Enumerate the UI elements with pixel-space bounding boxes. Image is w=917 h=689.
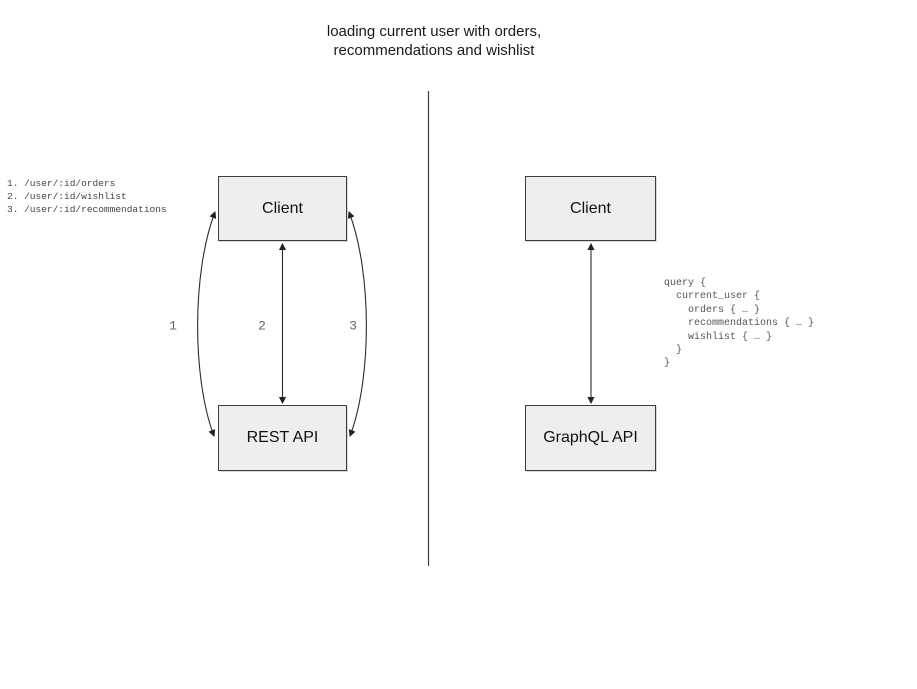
graphql-query-code: query { current_user { orders { … } reco…: [664, 278, 815, 370]
arrow-label-1: 1: [169, 318, 177, 334]
arrow-label-3: 3: [349, 318, 357, 334]
client-box-graphql: Client: [525, 176, 656, 241]
client-box-rest: Client: [218, 176, 347, 241]
arrow-label-2: 2: [258, 318, 266, 334]
graphql-api-box: GraphQL API: [525, 405, 656, 471]
rest-endpoints-list: 1. /user/:id/orders 2. /user/:id/wishlis…: [7, 178, 167, 215]
rest-api-box-label: REST API: [246, 429, 319, 446]
client-box-graphql-label: Client: [570, 199, 611, 217]
graphql-api-box-label: GraphQL API: [543, 429, 638, 446]
diagram-title: loading current user with orders, recomm…: [326, 23, 542, 59]
rest-arrow-1: [197, 210, 217, 438]
rest-api-box: REST API: [218, 405, 347, 471]
client-box-rest-label: Client: [262, 199, 303, 217]
